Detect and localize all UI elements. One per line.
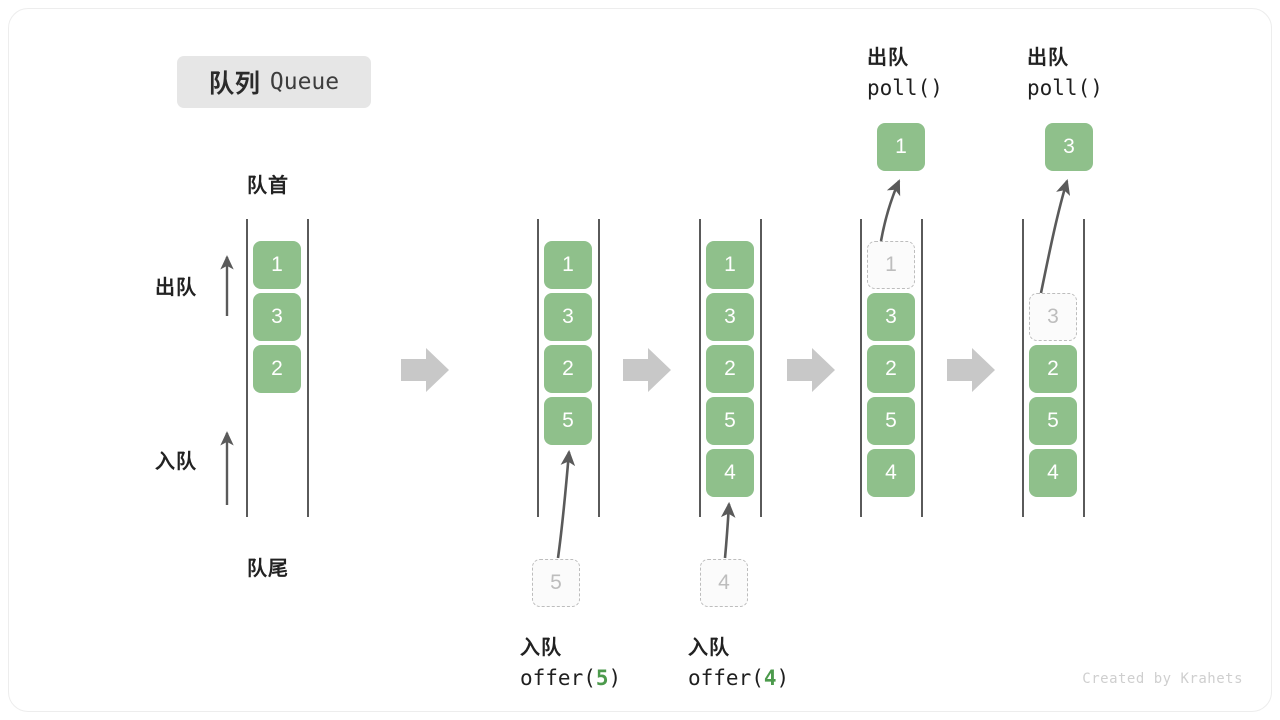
enqueue-operation-label: 入队 <box>520 637 562 659</box>
rail-left <box>537 219 539 517</box>
queue-cell: 2 <box>867 345 915 393</box>
enqueue-arrow-4 <box>720 501 736 559</box>
queue-cell: 4 <box>706 449 754 497</box>
tail-label: 队尾 <box>247 558 289 580</box>
queue-cell: 5 <box>1029 397 1077 445</box>
rail-left <box>1022 219 1024 517</box>
queue-cell: 5 <box>706 397 754 445</box>
code-argument: 4 <box>763 666 777 690</box>
queue-cell: 4 <box>867 449 915 497</box>
diagram-card: 队列 Queue 队首 队尾 出队 入队 1 3 2 1 3 2 5 5 入队 … <box>8 8 1272 712</box>
queue-cell: 3 <box>706 293 754 341</box>
pending-enqueue-cell: 5 <box>532 559 580 607</box>
credit-text: Created by Krahets <box>1082 671 1243 687</box>
dequeue-operation-code: poll() <box>867 76 943 100</box>
queue-cell: 3 <box>867 293 915 341</box>
enqueue-arrow-5 <box>556 449 576 559</box>
enqueue-operation-label: 入队 <box>688 637 730 659</box>
rail-right <box>921 219 923 517</box>
title-badge: 队列 Queue <box>177 56 371 108</box>
code-prefix: offer( <box>688 666 764 690</box>
dequeue-operation-label: 出队 <box>1027 47 1069 69</box>
arrows-overlay <box>220 179 1071 559</box>
rail-left <box>246 219 248 517</box>
dequeue-arrow-1 <box>879 179 901 242</box>
queue-cell: 2 <box>253 345 301 393</box>
code-prefix: offer( <box>520 666 596 690</box>
queue-cell: 5 <box>544 397 592 445</box>
enqueue-operation-code: offer(4) <box>688 666 789 690</box>
code-argument: 5 <box>595 666 609 690</box>
code-suffix: ) <box>608 666 622 690</box>
queue-cell: 1 <box>544 241 592 289</box>
rail-right <box>307 219 309 517</box>
code-suffix: ) <box>1090 76 1103 100</box>
title-english: Queue <box>269 69 340 95</box>
queue-cell: 1 <box>706 241 754 289</box>
queue-cell: 1 <box>253 241 301 289</box>
queue-cell: 2 <box>544 345 592 393</box>
dequeue-operation-label: 出队 <box>867 47 909 69</box>
rail-left <box>699 219 701 517</box>
queue-cell: 5 <box>867 397 915 445</box>
dequeue-operation-code: poll() <box>1027 76 1103 100</box>
queue-cell: 4 <box>1029 449 1077 497</box>
step-arrow-1 <box>401 348 449 392</box>
queue-cell-removed: 1 <box>867 241 915 289</box>
pending-enqueue-cell: 4 <box>700 559 748 607</box>
popped-cell: 1 <box>877 123 925 171</box>
rail-right <box>1083 219 1085 517</box>
popped-cell: 3 <box>1045 123 1093 171</box>
dequeue-label: 出队 <box>155 277 197 299</box>
step-arrow-4 <box>947 348 995 392</box>
queue-cell: 2 <box>1029 345 1077 393</box>
code-suffix: ) <box>930 76 943 100</box>
queue-cell: 3 <box>253 293 301 341</box>
enqueue-label: 入队 <box>155 451 197 473</box>
queue-cell-removed: 3 <box>1029 293 1077 341</box>
code-suffix: ) <box>776 666 790 690</box>
step-arrow-2 <box>623 348 671 392</box>
enqueue-operation-code: offer(5) <box>520 666 621 690</box>
code-prefix: poll( <box>867 76 931 100</box>
title-chinese: 队列 <box>208 70 261 98</box>
dequeue-arrow-3 <box>1039 179 1071 294</box>
queue-cell: 2 <box>706 345 754 393</box>
step-arrow-3 <box>787 348 835 392</box>
rail-left <box>860 219 862 517</box>
rail-right <box>760 219 762 517</box>
queue-cell: 3 <box>544 293 592 341</box>
rail-right <box>598 219 600 517</box>
code-prefix: poll( <box>1027 76 1091 100</box>
head-label: 队首 <box>247 175 289 197</box>
